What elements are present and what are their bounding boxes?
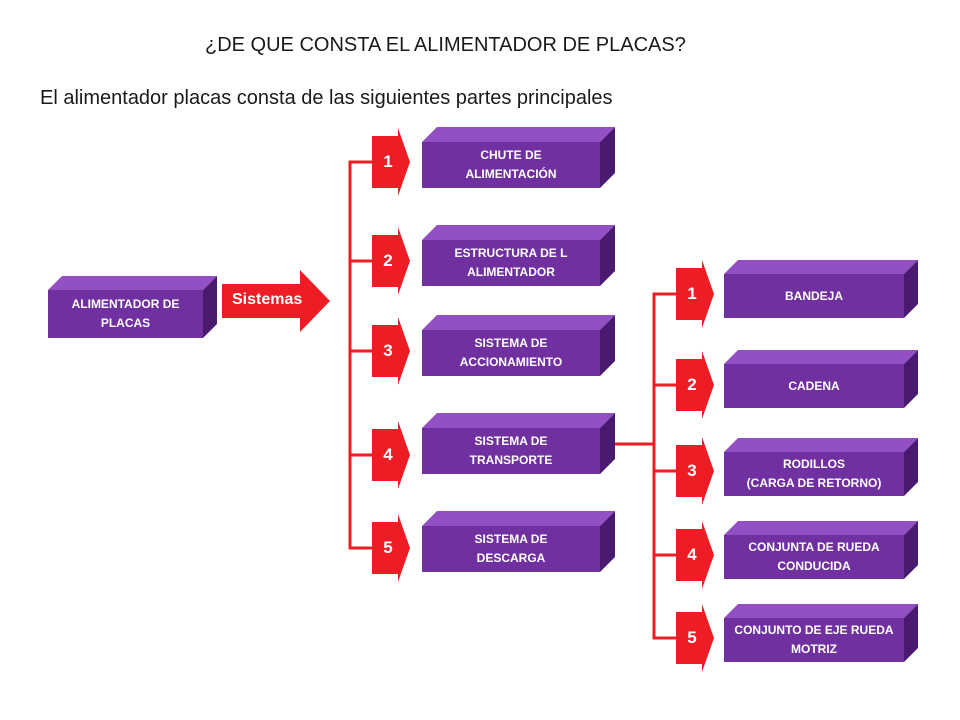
system-3-arrow	[372, 317, 410, 385]
part-3-number: 3	[687, 461, 697, 480]
root-box-top	[48, 276, 217, 290]
part-box-1-front	[724, 274, 904, 318]
root-box-label: ALIMENTADOR DE PLACAS	[71, 297, 180, 330]
system-box-4-top	[422, 413, 615, 428]
part-4-number: 4	[687, 545, 697, 564]
part-box-1-side	[904, 260, 918, 318]
system-box-1	[422, 127, 615, 188]
system-box-5-side	[600, 511, 615, 572]
system-box-1-side	[600, 127, 615, 188]
page-title: ¿DE QUE CONSTA EL ALIMENTADOR DE PLACAS?	[205, 34, 686, 56]
part-box-2-side	[904, 350, 918, 408]
system-box-4-side	[600, 413, 615, 474]
part-box-label-3: RODILLOS (CARGA DE RETORNO)	[746, 457, 882, 490]
system-box-2-front	[422, 240, 600, 286]
system-4-number: 4	[383, 445, 393, 464]
part-box-5-top	[724, 604, 918, 618]
part-box-label-1: BANDEJA	[784, 288, 843, 303]
system-box-5-front	[422, 526, 600, 572]
part-1-number: 1	[687, 284, 697, 303]
parts-bracket	[652, 292, 676, 640]
part-5-arrow	[676, 604, 714, 672]
part-1-arrow	[676, 260, 714, 328]
part-box-5-side	[904, 604, 918, 662]
part-box-4-front	[724, 535, 904, 579]
page-subtitle: El alimentador placas consta de las sigu…	[40, 87, 613, 109]
part-box-2-front	[724, 364, 904, 408]
system-2-arrow	[372, 227, 410, 295]
system-2-number: 2	[383, 251, 393, 270]
system-box-label-5: SISTEMA DE DESCARGA	[474, 532, 548, 565]
system-3-number: 3	[383, 341, 393, 360]
part-box-3-side	[904, 438, 918, 496]
part-box-3	[724, 438, 918, 496]
part-box-2-top	[724, 350, 918, 364]
system-box-5	[422, 511, 615, 572]
part-2-number: 2	[687, 375, 697, 394]
part-box-3-front	[724, 452, 904, 496]
system-box-label-2: ESTRUCTURA DE L ALIMENTADOR	[454, 246, 568, 279]
system-5-number: 5	[383, 538, 393, 557]
system-1-number: 1	[383, 152, 393, 171]
system-box-label-1: CHUTE DE ALIMENTACIÓN	[465, 148, 557, 181]
part-box-2	[724, 350, 918, 408]
system-box-3-top	[422, 315, 615, 330]
root-box-side	[203, 276, 217, 338]
part-box-1-top	[724, 260, 918, 274]
system-box-3	[422, 315, 615, 376]
system-box-2-side	[600, 225, 615, 286]
system-box-3-front	[422, 330, 600, 376]
part-4-arrow	[676, 521, 714, 589]
systems-bracket	[348, 160, 372, 550]
connector-lines	[348, 160, 676, 640]
system-box-label-4: SISTEMA DE TRANSPORTE	[469, 434, 553, 467]
root-box-front	[48, 290, 203, 338]
part-box-label-4: CONJUNTA DE RUEDA CONDUCIDA	[748, 540, 880, 573]
part-box-1	[724, 260, 918, 318]
system-box-3-side	[600, 315, 615, 376]
part-box-3-top	[724, 438, 918, 452]
part-box-4-side	[904, 521, 918, 579]
system-box-4-front	[422, 428, 600, 474]
system-4-arrow	[372, 421, 410, 489]
system-box-1-top	[422, 127, 615, 142]
part-box-label-2: CADENA	[788, 378, 840, 393]
system-box-2	[422, 225, 615, 286]
part-box-4-top	[724, 521, 918, 535]
part-2-arrow	[676, 351, 714, 419]
part-box-label-5: CONJUNTO DE EJE RUEDA MOTRIZ	[734, 623, 894, 656]
sistemas-label: Sistemas	[232, 291, 303, 308]
system-box-5-top	[422, 511, 615, 526]
system-box-4	[422, 413, 615, 474]
system-box-label-3: SISTEMA DE ACCIONAMIENTO	[459, 336, 563, 369]
system-box-2-top	[422, 225, 615, 240]
part-box-5	[724, 604, 918, 662]
root-box	[48, 276, 217, 338]
sistemas-arrow	[222, 270, 330, 332]
system-box-1-front	[422, 142, 600, 188]
part-3-arrow	[676, 437, 714, 505]
part-box-4	[724, 521, 918, 579]
system-5-arrow	[372, 514, 410, 582]
part-box-5-front	[724, 618, 904, 662]
system-1-arrow	[372, 128, 410, 196]
part-5-number: 5	[687, 628, 697, 647]
